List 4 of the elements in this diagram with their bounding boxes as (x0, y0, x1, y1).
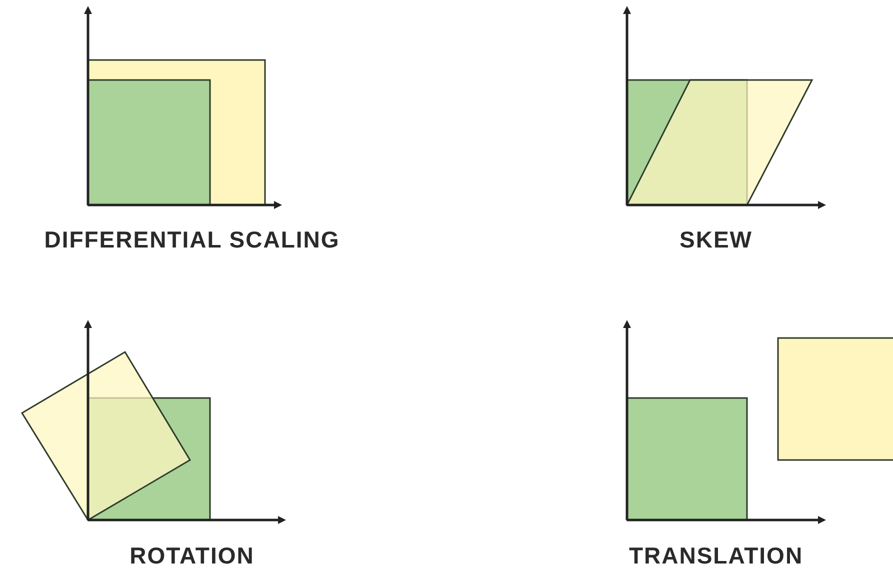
caption: SKEW (680, 228, 752, 252)
caption: ROTATION (130, 544, 254, 568)
caption: DIFFERENTIAL SCALING (44, 228, 340, 252)
caption: TRANSLATION (628, 544, 804, 568)
